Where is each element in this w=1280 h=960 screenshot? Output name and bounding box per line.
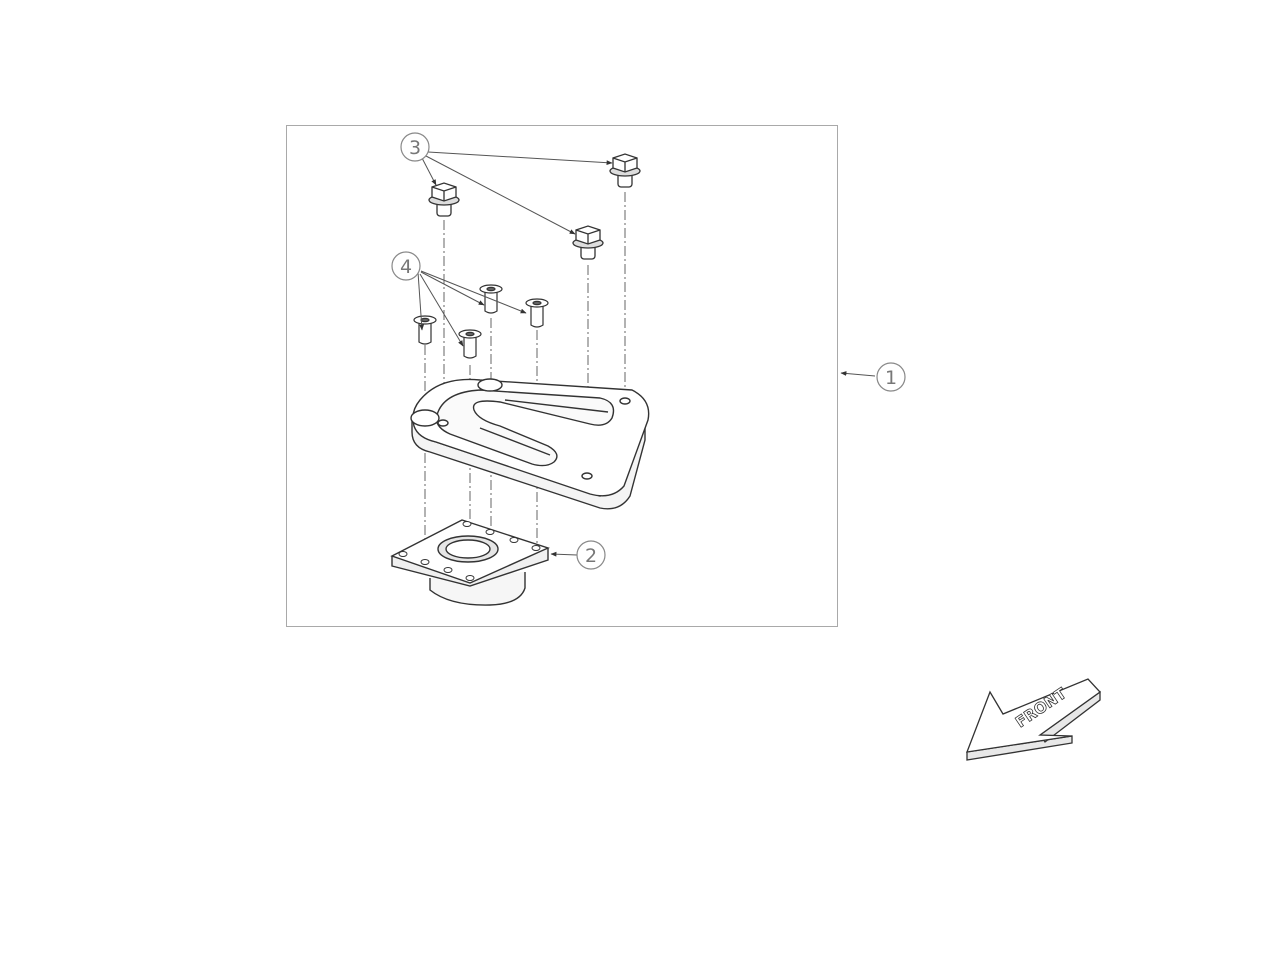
callout-balloon-2: 2 (576, 540, 606, 570)
countersunk-screw-group (413, 284, 549, 359)
hex-bolt-icon (609, 153, 641, 188)
callout-balloon-3: 3 (400, 132, 430, 162)
assembly-frame (286, 125, 838, 627)
countersunk-screw-icon (458, 329, 482, 359)
countersunk-screw-icon (525, 298, 549, 328)
svg-text:2: 2 (585, 545, 597, 567)
countersunk-screw-icon (413, 315, 437, 345)
hex-flange-bolt-group (428, 153, 641, 260)
svg-text:3: 3 (409, 137, 421, 159)
hex-bolt-icon (428, 182, 460, 217)
svg-text:1: 1 (885, 367, 897, 389)
countersunk-screw-icon (479, 284, 503, 314)
bearing-housing (390, 519, 550, 606)
callout-balloon-1: 1 (876, 362, 906, 392)
callout-balloon-4: 4 (391, 251, 421, 281)
hex-bolt-icon (572, 225, 604, 260)
mounting-plate (410, 378, 650, 510)
svg-text:4: 4 (400, 256, 412, 278)
front-direction-arrow-icon: FRONT (965, 678, 1101, 761)
callout-leaders (417, 151, 876, 557)
